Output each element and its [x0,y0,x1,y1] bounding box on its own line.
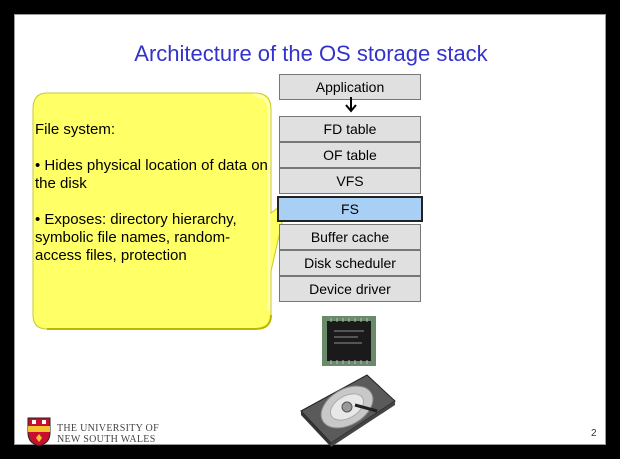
university-name-line-1: THE UNIVERSITY OF [57,423,159,434]
layer-buffer-cache: Buffer cache [279,224,421,250]
controller-chip-image [322,316,376,366]
layer-vfs: VFS [279,168,421,194]
page-number: 2 [591,428,597,439]
layer-device-driver: Device driver [279,276,421,302]
layer-disk-scheduler: Disk scheduler [279,250,421,276]
layer-of-table: OF table [279,142,421,168]
callout-heading: File system: [35,121,116,138]
university-name-line-2: NEW SOUTH WALES [57,434,156,445]
callout-text: File system: • Hides physical location o… [35,121,270,283]
university-name: THE UNIVERSITY OF NEW SOUTH WALES [57,423,159,445]
hard-disk-image [300,374,396,447]
layer-fs-highlighted: FS [277,196,423,222]
callout-bullet-1: • Hides physical location of data on the… [35,157,268,192]
university-crest-icon [27,417,51,447]
down-arrow-icon [345,97,357,113]
layer-application: Application [279,74,421,100]
slide: Architecture of the OS storage stack Fil… [14,14,606,447]
callout-bubble [32,92,288,330]
callout-bullet-2: • Exposes: directory hierarchy, symbolic… [35,211,237,264]
layer-fd-table: FD table [279,116,421,142]
slide-title: Architecture of the OS storage stack [134,41,488,66]
